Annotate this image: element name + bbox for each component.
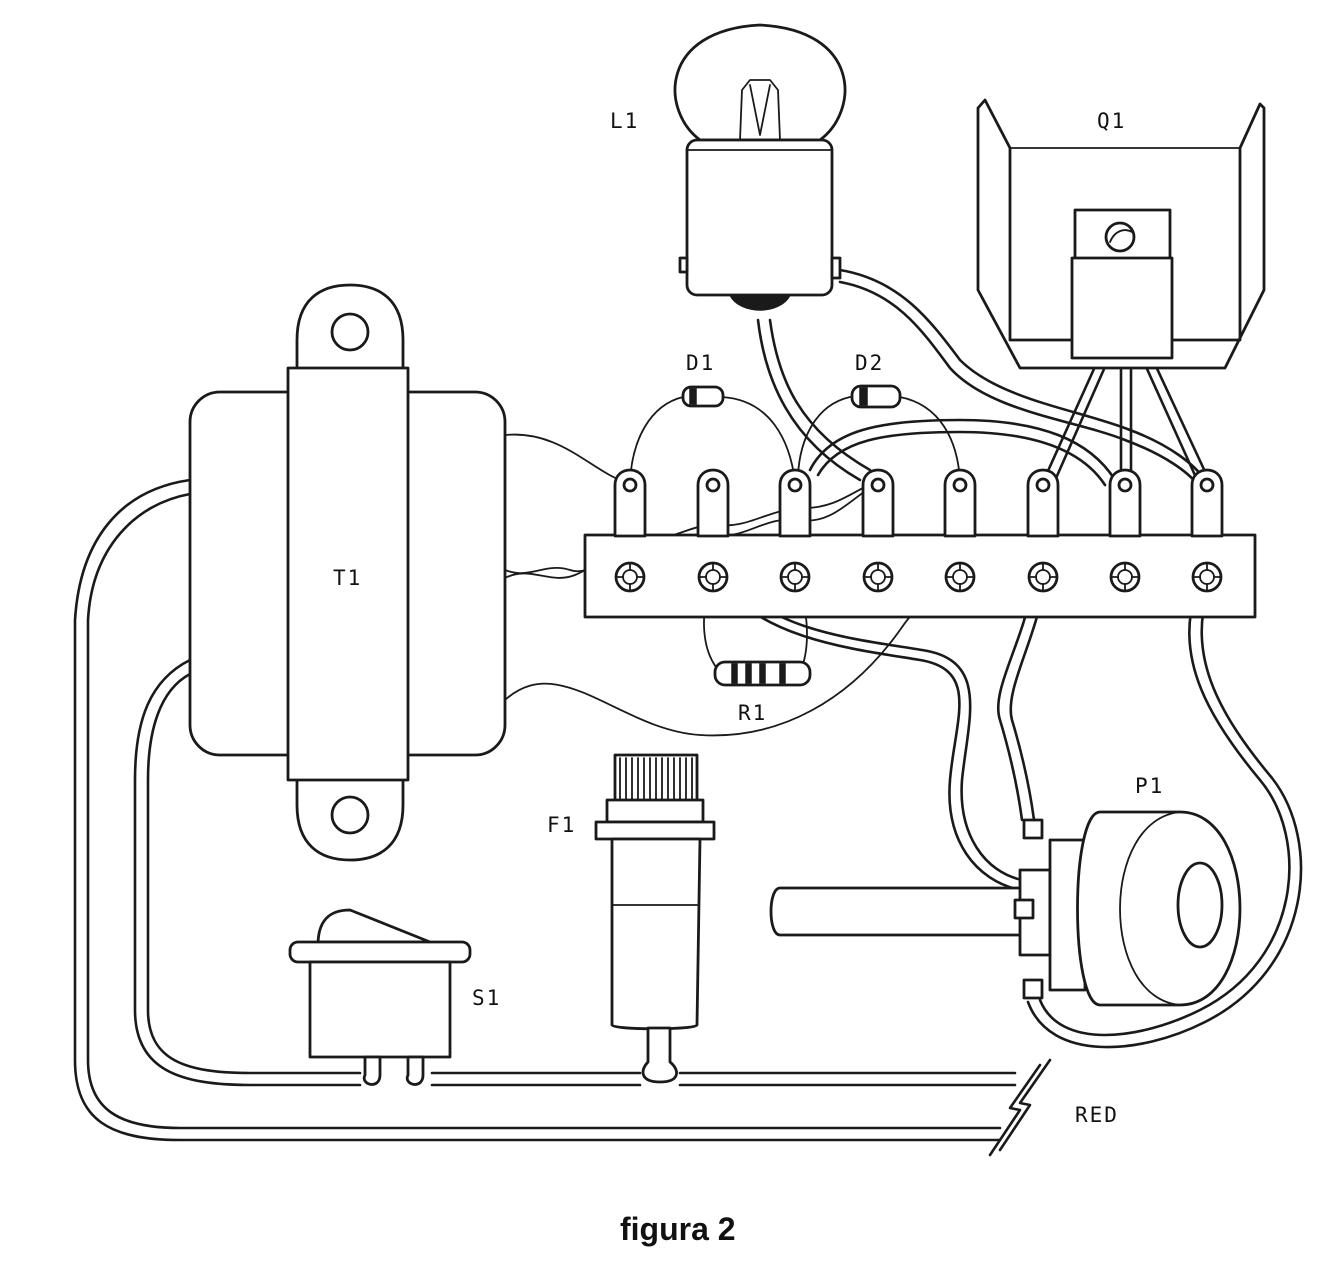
label-d2: D2 <box>855 351 884 375</box>
label-red: RED <box>1075 1103 1119 1127</box>
terminal-eyelet-slots <box>615 562 645 592</box>
d1-lead-left <box>629 396 684 483</box>
lamp-l1 <box>673 23 847 311</box>
label-r1: R1 <box>738 701 767 725</box>
wire-switch-fuse <box>430 1071 642 1087</box>
terminal-lug <box>1190 468 1224 538</box>
resistor-r1 <box>713 660 812 687</box>
d2-lead-right <box>899 396 961 483</box>
terminal-lug-hole <box>705 477 721 493</box>
heatsink-q1 <box>976 98 1266 370</box>
wires <box>73 268 1303 1142</box>
mains-cable-inner <box>133 658 362 1087</box>
terminal-lug-hole <box>787 477 803 493</box>
fuse-cap-knurl <box>619 757 693 801</box>
terminal-lug <box>1026 468 1060 538</box>
mains-cable-outer <box>73 478 1002 1142</box>
terminal-eyelet-slots <box>780 562 810 592</box>
terminal-lug-hole <box>1035 477 1051 493</box>
terminal-lug <box>696 468 730 538</box>
d1-lead-right <box>721 396 796 483</box>
transformer-t1 <box>188 283 507 862</box>
diode-d2 <box>850 384 902 409</box>
label-p1: P1 <box>1135 774 1164 798</box>
terminal-lug <box>778 468 812 538</box>
d2-lead-left <box>797 396 851 476</box>
mains-break-mark <box>988 1058 1052 1157</box>
potentiometer-p1 <box>769 810 1242 1007</box>
terminal-eyelet-slots <box>863 562 893 592</box>
terminal-strip <box>583 468 1257 619</box>
wire-lamp-base <box>756 318 872 482</box>
fuse-holder-f1 <box>594 753 716 1084</box>
terminal-eyelet-slots <box>698 562 728 592</box>
label-t1: T1 <box>333 566 362 590</box>
wire-lug6-p1 <box>997 583 1046 822</box>
diode-d1 <box>681 385 725 408</box>
terminal-lug-hole <box>870 477 886 493</box>
wire-fuse-red <box>678 1071 1017 1087</box>
terminal-lug <box>943 468 977 538</box>
figure-caption: figura 2 <box>620 1211 736 1247</box>
label-l1: L1 <box>610 109 639 133</box>
strip-eyelets <box>614 561 1223 593</box>
wire-lamp-side <box>838 268 1207 487</box>
strip-lugs <box>613 468 1224 538</box>
label-s1: S1 <box>472 986 501 1010</box>
terminal-lug-hole <box>622 477 638 493</box>
wire-lug3-q1 <box>808 418 1117 487</box>
wire-lug8-p1 <box>1026 593 1303 1049</box>
terminal-lug-hole <box>1117 477 1133 493</box>
label-q1: Q1 <box>1097 109 1126 133</box>
terminal-lug-hole <box>1199 477 1215 493</box>
terminal-eyelet-slots <box>1192 562 1222 592</box>
label-f1: F1 <box>547 813 576 837</box>
wire-t1-lug1 <box>504 433 626 483</box>
label-d1: D1 <box>686 351 715 375</box>
terminal-eyelet-slots <box>945 562 975 592</box>
terminal-lug <box>613 468 647 538</box>
q1-legs <box>1041 358 1210 487</box>
switch-s1 <box>288 908 472 1086</box>
terminal-eyelet-slots <box>1110 562 1140 592</box>
terminal-lug <box>861 468 895 538</box>
terminal-lug-hole <box>952 477 968 493</box>
terminal-lug <box>1108 468 1142 538</box>
component-labels: T1 L1 Q1 D1 D2 R1 P1 F1 S1 RED <box>333 109 1164 1127</box>
terminal-eyelet-slots <box>1028 562 1058 592</box>
wire-lug2-p1 <box>718 576 1024 892</box>
